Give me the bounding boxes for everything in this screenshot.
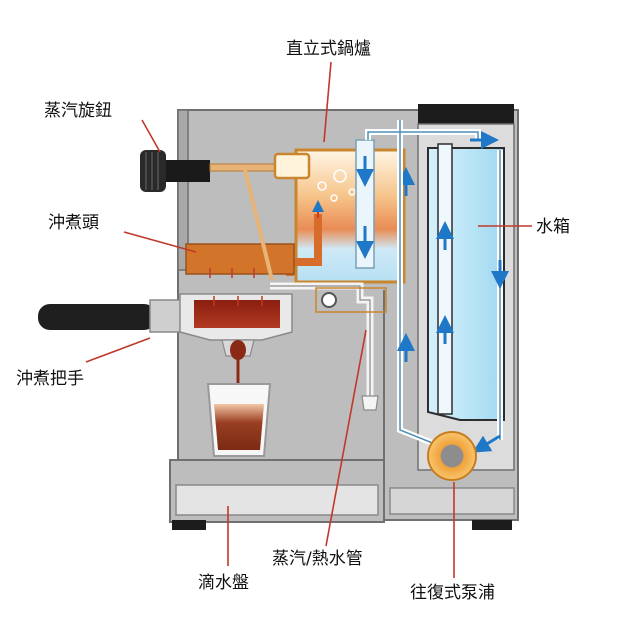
brew-pressure-marks [213,296,263,306]
steam-valve-frame [315,287,387,313]
brew-head-flow [209,268,255,278]
foot-left [172,520,206,530]
steam-wand-tip [361,395,379,411]
brew-head [185,243,295,275]
boiler-cap [273,152,311,180]
drip-tray [175,484,379,516]
label-drip-tray: 滴水盤 [198,573,249,593]
flow-arrows [397,131,509,453]
steam-bubbles [317,169,356,202]
pump-base-panel [389,487,515,515]
side-panel [177,109,189,271]
label-water-tank: 水箱 [536,217,570,237]
valve-link [242,165,274,281]
label-portafilter: 沖煮把手 [16,369,84,389]
label-boiler: 直立式鍋爐 [286,39,371,59]
coffee-drip [230,340,246,360]
cup-coffee [214,404,264,450]
portafilter-handle [38,304,156,330]
foot-right [472,520,512,530]
label-steam-knob: 蒸汽旋鈕 [44,101,112,121]
tank-intake-tube [437,143,453,415]
steam-knob [140,150,166,192]
portafilter-neck [149,299,185,333]
steam-valve [321,292,337,308]
label-brew-head: 沖煮頭 [48,213,99,233]
knob-shaft [166,160,210,182]
steam-wand-outline [270,285,371,396]
leader-lines [85,61,532,578]
pump-core [441,445,463,467]
knob-grip-lines [145,152,159,190]
label-pump: 往復式泵浦 [410,583,495,603]
coffee-grounds [194,300,280,328]
label-steam-wand: 蒸汽/熱水管 [272,549,363,569]
tank-lid [418,104,514,124]
